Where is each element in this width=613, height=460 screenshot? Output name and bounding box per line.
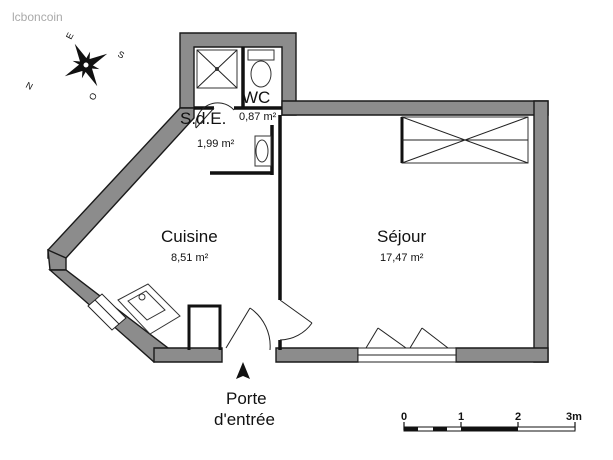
compass-n-label: N bbox=[24, 80, 34, 92]
compass-e-label: E bbox=[64, 31, 76, 41]
scale-bar bbox=[403, 422, 576, 432]
wc-area: 0,87 m² bbox=[239, 111, 277, 123]
wardrobe bbox=[400, 116, 529, 164]
sejour-name: Séjour bbox=[377, 227, 426, 246]
entrance-arrow bbox=[236, 362, 250, 379]
scale-tick-0: 0 bbox=[401, 411, 407, 423]
kitchen-cabinet bbox=[187, 304, 222, 350]
washbasin bbox=[254, 135, 272, 167]
scale-tick-1: 1 bbox=[458, 411, 464, 423]
scale-tick-2: 2 bbox=[515, 411, 521, 423]
kitchen-window bbox=[87, 293, 127, 331]
bathroom-door bbox=[195, 102, 235, 129]
cuisine-area: 8,51 m² bbox=[171, 252, 209, 264]
sejour-area: 17,47 m² bbox=[380, 252, 424, 264]
kitchen-sink bbox=[117, 283, 181, 335]
exterior-walls bbox=[47, 32, 549, 363]
compass-rose bbox=[64, 43, 108, 87]
compass-s-label: S bbox=[116, 49, 126, 61]
living-room-window bbox=[357, 327, 457, 363]
entrance-label-line1: Porte bbox=[226, 389, 267, 408]
compass-o-label: O bbox=[87, 91, 99, 102]
entrance-label-line2: d'entrée bbox=[214, 410, 275, 429]
watermark: lcboncoin bbox=[12, 10, 63, 24]
cuisine-name: Cuisine bbox=[161, 227, 218, 246]
interior-walls bbox=[194, 47, 282, 350]
scale-tick-3: 3m bbox=[566, 411, 582, 423]
entrance-door bbox=[225, 307, 271, 351]
wc-name: WC bbox=[242, 88, 270, 107]
shower-tray bbox=[196, 49, 238, 89]
living-room-door bbox=[279, 299, 313, 341]
sde-area: 1,99 m² bbox=[197, 138, 235, 150]
toilet bbox=[247, 49, 275, 88]
sde-name: S.d.E. bbox=[180, 109, 226, 128]
